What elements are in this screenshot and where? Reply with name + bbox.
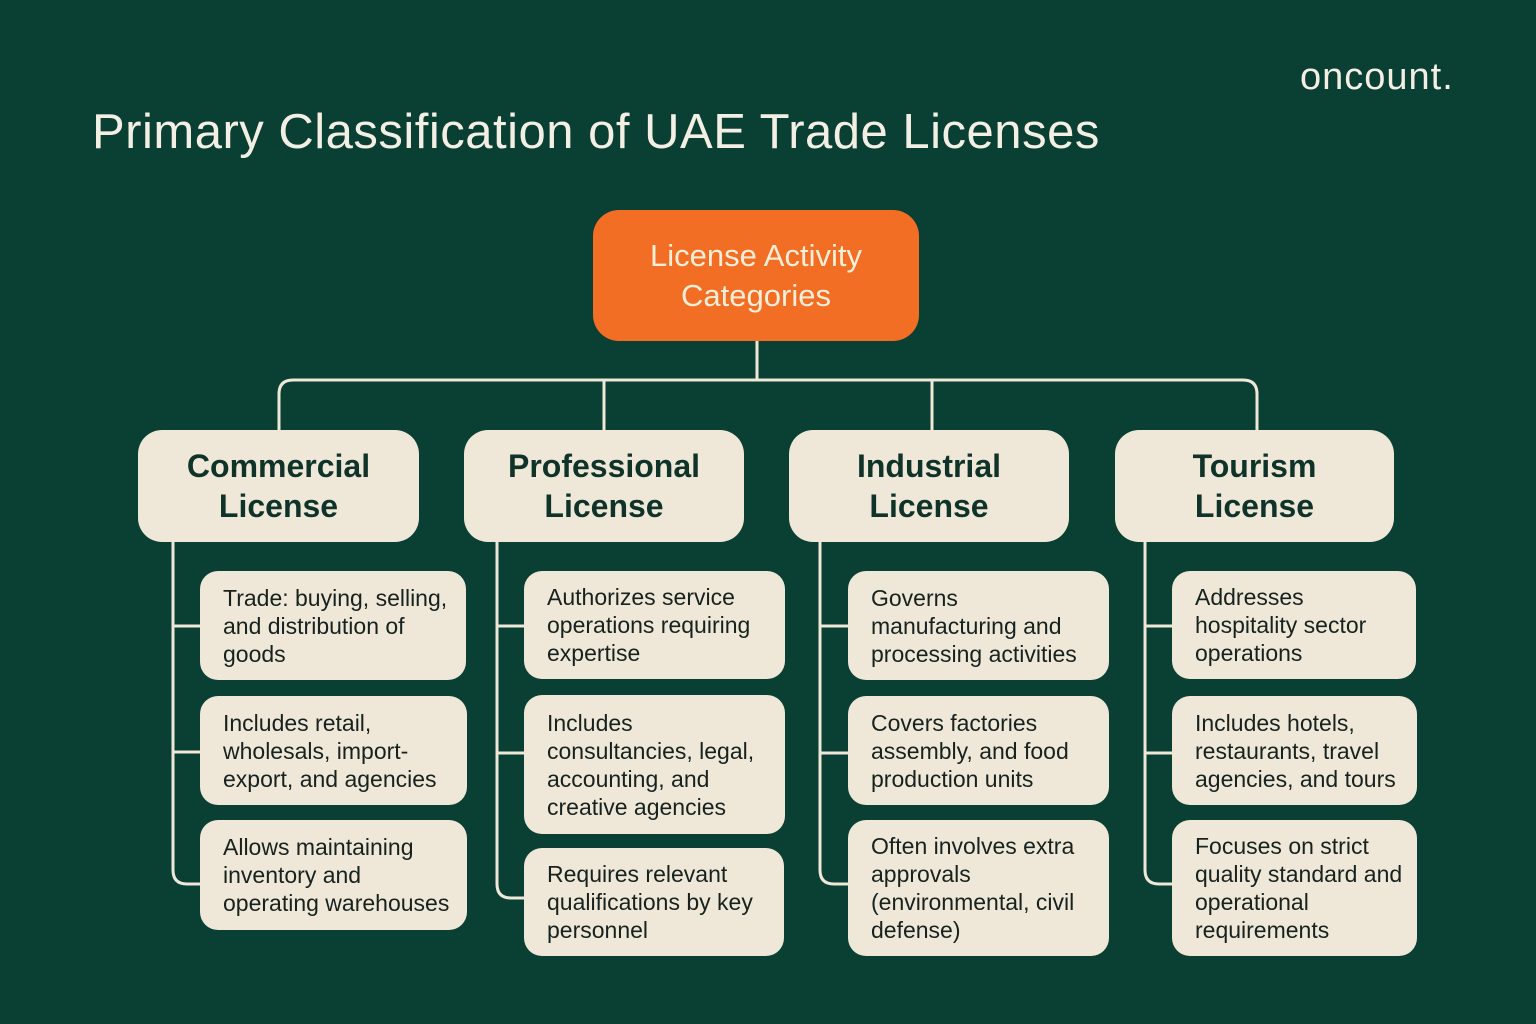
brand-logo: oncount. — [1300, 56, 1454, 98]
leaf-text: Addresses hospitality sector operations — [1195, 584, 1367, 666]
category-tourism-license: Tourism License — [1115, 430, 1394, 542]
leaf-tourism-3: Focuses on strict quality standard and o… — [1172, 820, 1417, 956]
leaf-text: Focuses on strict quality standard and o… — [1195, 833, 1403, 943]
category-label: Commercial License — [186, 448, 371, 524]
leaf-commercial-3: Allows maintaining inventory and operati… — [200, 820, 467, 930]
leaf-text: Includes retail, wholesals, import-expor… — [223, 709, 437, 792]
leaf-industrial-2: Covers factories assembly, and food prod… — [848, 696, 1109, 805]
leaf-industrial-3: Often involves extra approvals (environm… — [848, 820, 1109, 956]
leaf-tourism-2: Includes hotels, restaurants, travel age… — [1172, 696, 1417, 805]
leaf-industrial-1: Governs manufacturing and processing act… — [848, 571, 1109, 680]
root-node-label: License Activity Categories — [650, 237, 862, 313]
leaf-text: Often involves extra approvals (environm… — [871, 833, 1075, 943]
leaf-commercial-1: Trade: buying, selling, and distribution… — [200, 571, 466, 680]
leaf-commercial-2: Includes retail, wholesals, import-expor… — [200, 696, 467, 805]
category-label: Industrial License — [856, 448, 1001, 524]
leaf-professional-3: Requires relevant qualifications by key … — [524, 848, 784, 956]
leaf-text: Authorizes service operations requiring … — [547, 584, 751, 666]
category-commercial-license: Commercial License — [138, 430, 419, 542]
category-professional-license: Professional License — [464, 430, 744, 542]
leaf-text: Allows maintaining inventory and operati… — [223, 834, 450, 916]
leaf-professional-2: Includes consultancies, legal, accountin… — [524, 695, 785, 834]
leaf-text: Governs manufacturing and processing act… — [871, 584, 1077, 667]
leaf-text: Includes hotels, restaurants, travel age… — [1195, 709, 1396, 792]
category-label: Tourism License — [1192, 448, 1317, 524]
root-node-license-activity-categories: License Activity Categories — [593, 210, 919, 341]
category-label: Professional License — [507, 448, 701, 524]
leaf-tourism-1: Addresses hospitality sector operations — [1172, 571, 1416, 679]
category-industrial-license: Industrial License — [789, 430, 1069, 542]
leaf-text: Includes consultancies, legal, accountin… — [547, 709, 755, 820]
leaf-text: Requires relevant qualifications by key … — [547, 861, 753, 943]
page-title: Primary Classification of UAE Trade Lice… — [92, 105, 1100, 159]
leaf-professional-1: Authorizes service operations requiring … — [524, 571, 785, 679]
leaf-text: Covers factories assembly, and food prod… — [871, 709, 1069, 792]
leaf-text: Trade: buying, selling, and distribution… — [223, 584, 448, 667]
